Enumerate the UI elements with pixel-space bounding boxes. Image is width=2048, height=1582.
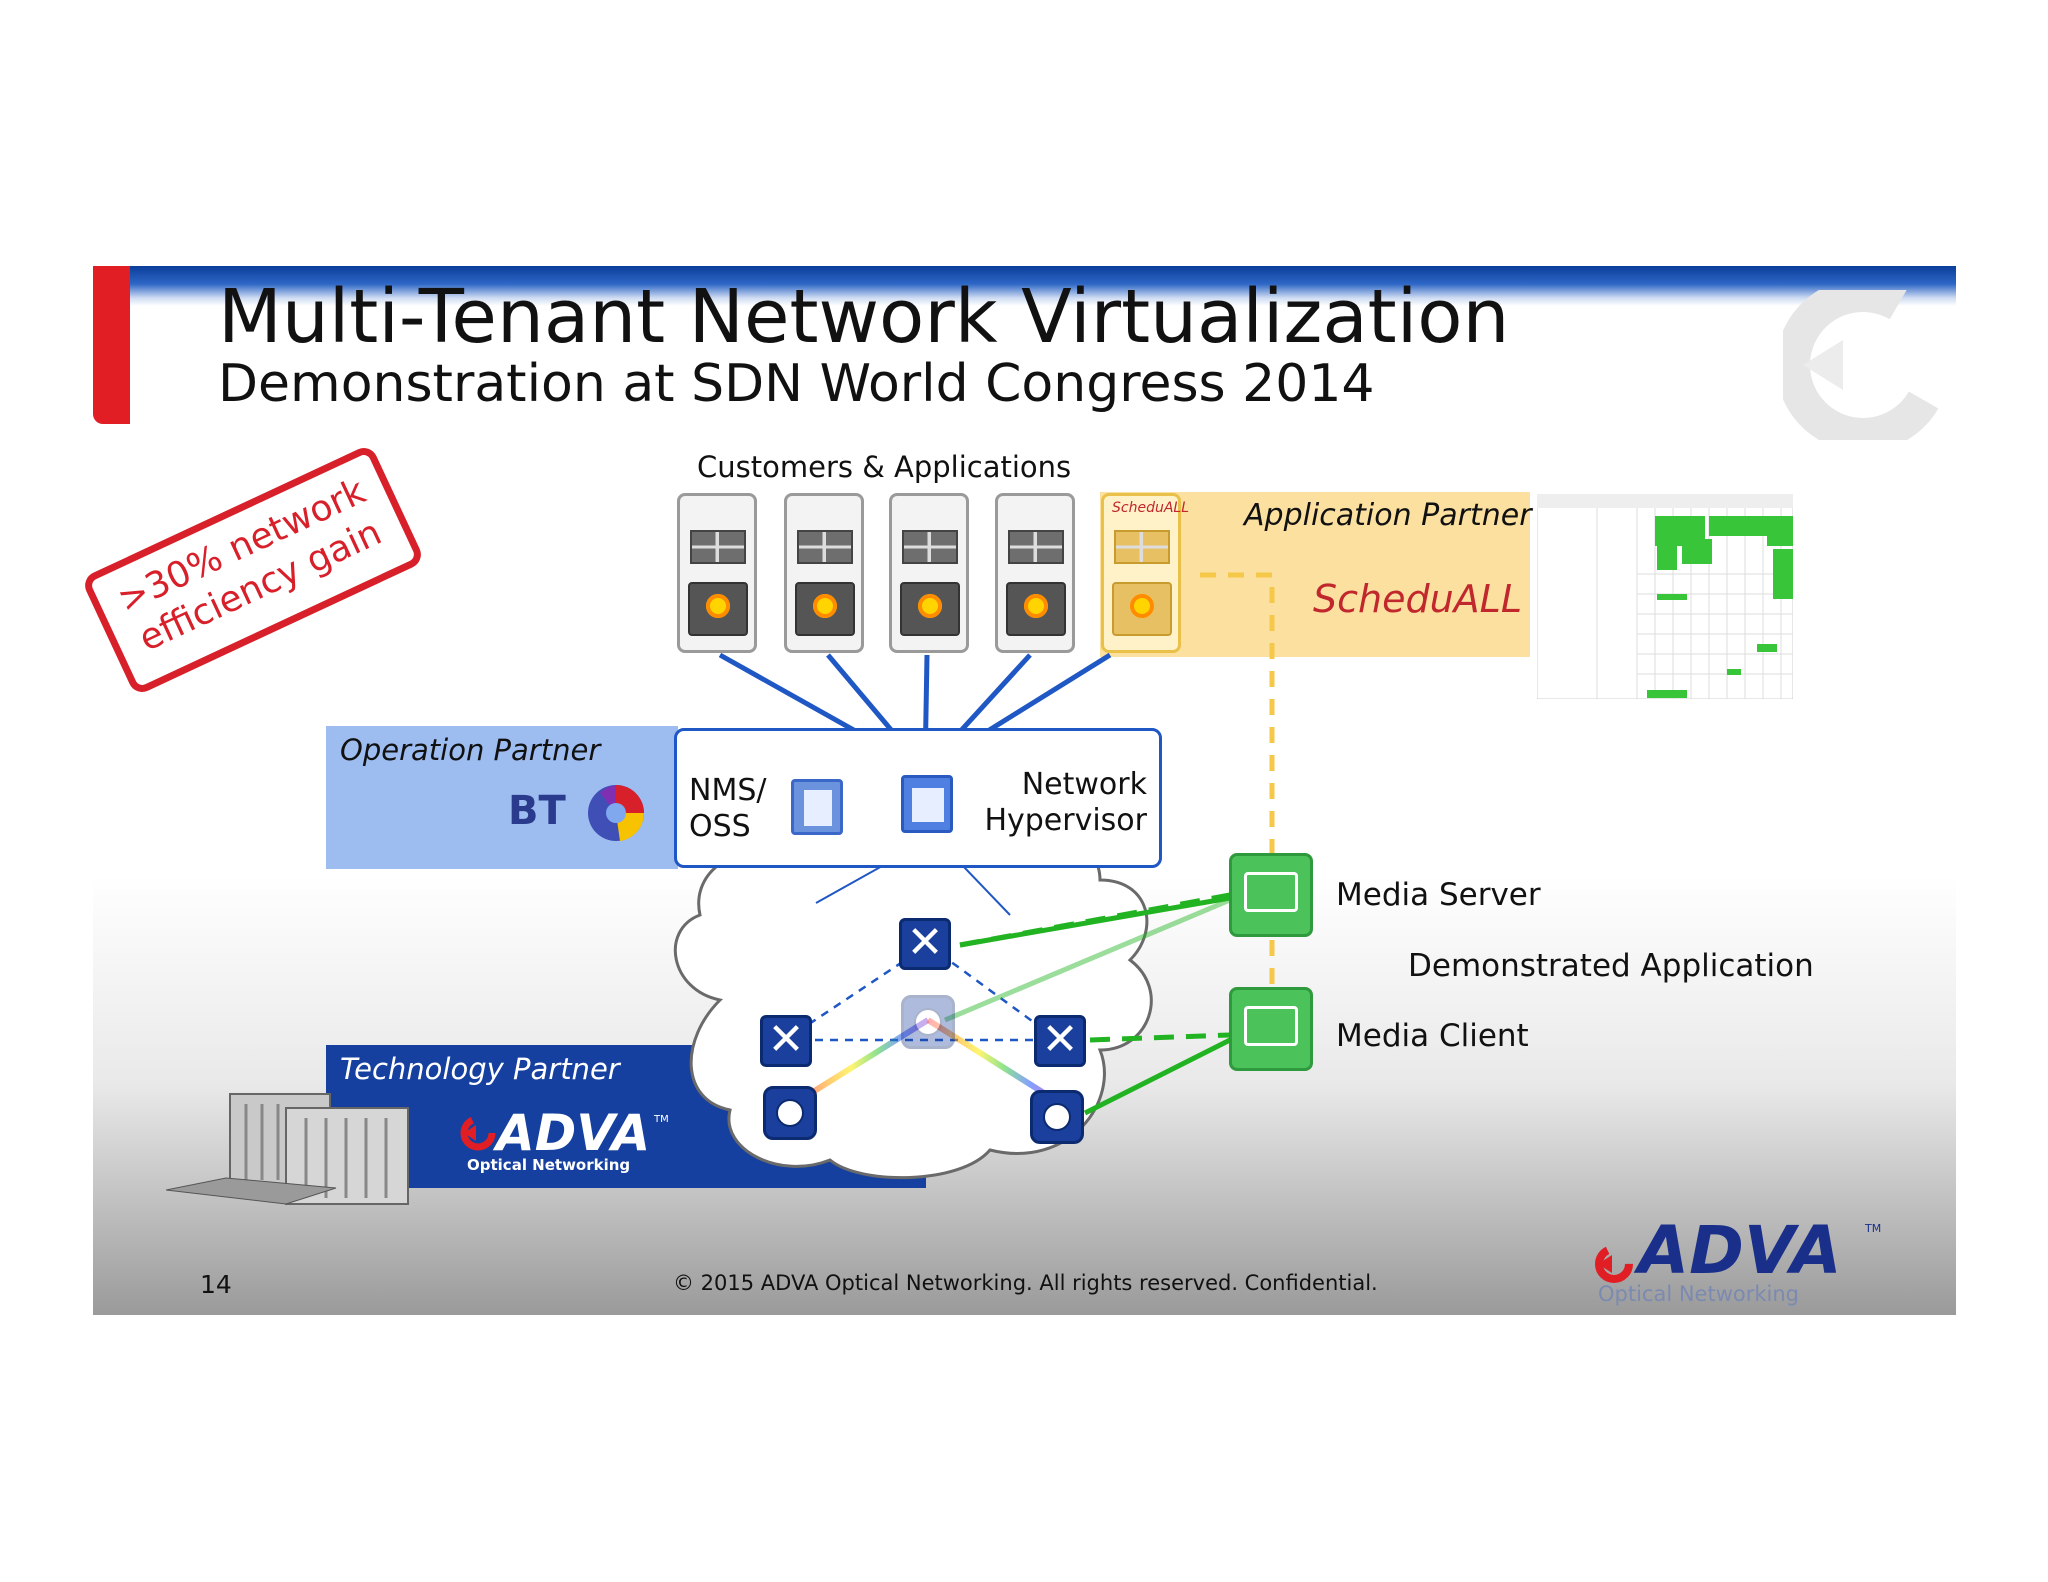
technology-partner-label: Technology Partner <box>340 1052 620 1086</box>
hypervisor-label-line2: Hypervisor <box>984 803 1147 838</box>
adva-tagline-tech: Optical Networking <box>467 1156 631 1174</box>
switch-icon-right: ✕ <box>1034 1015 1086 1067</box>
laptop-icon <box>1112 582 1172 636</box>
laptop-icon <box>795 582 855 636</box>
adva-watermark-icon <box>1783 290 1943 440</box>
application-partner-label: Application Partner <box>1244 498 1532 533</box>
page-number: 14 <box>200 1270 232 1299</box>
app-grid-icon <box>797 530 853 564</box>
adva-footer-icon <box>1595 1245 1633 1283</box>
laptop-icon <box>688 582 748 636</box>
page-subtitle: Demonstration at SDN World Congress 2014 <box>218 354 1375 414</box>
hypervisor-label-line1: Network <box>1021 767 1147 802</box>
title-bar <box>93 266 1956 306</box>
adva-tagline-footer: Optical Networking <box>1598 1282 1800 1306</box>
schedule-screenshot <box>1537 494 1793 699</box>
app-grid-icon <box>690 530 746 564</box>
copyright-text: © 2015 ADVA Optical Networking. All righ… <box>673 1271 1378 1295</box>
hardware-chassis-image <box>166 1093 409 1205</box>
customer-app-4 <box>995 493 1075 653</box>
roadm-icon-center <box>901 995 955 1049</box>
nms-label-line1: NMS/ <box>689 773 767 808</box>
customer-app-scheduall: ScheduALL <box>1101 493 1189 653</box>
laptop-icon <box>1006 582 1066 636</box>
bt-logo: BT <box>508 788 566 834</box>
adva-logo-tech: ADVA <box>496 1104 651 1162</box>
customer-app-3 <box>889 493 969 653</box>
roadm-icon-right <box>1030 1090 1084 1144</box>
nms-label-line2: OSS <box>689 809 751 844</box>
app-grid-icon <box>1114 530 1170 564</box>
adva-tm-footer: TM <box>1865 1222 1882 1235</box>
scheduall-small-logo: ScheduALL <box>1112 500 1190 516</box>
page-title: Multi-Tenant Network Virtualization <box>218 274 1510 360</box>
scheduall-logo: ScheduALL <box>1313 577 1523 621</box>
app-grid-icon <box>1008 530 1064 564</box>
hypervisor-box: NMS/ OSS Network Hypervisor <box>674 728 1162 868</box>
hypervisor-icon <box>901 775 953 833</box>
roadm-icon-left <box>763 1086 817 1140</box>
app-grid-icon <box>902 530 958 564</box>
switch-icon-top: ✕ <box>899 918 951 970</box>
bt-globe-icon <box>588 785 645 841</box>
laptop-icon <box>900 582 960 636</box>
adva-logo-footer: ADVA <box>1638 1212 1842 1289</box>
media-client-icon <box>1229 987 1313 1071</box>
customer-app-2 <box>784 493 864 653</box>
demonstrated-app-label: Demonstrated Application <box>1408 948 1814 984</box>
media-server-icon <box>1229 853 1313 937</box>
adva-tm-tech: TM <box>654 1114 669 1125</box>
server-icon <box>791 779 843 835</box>
customers-label: Customers & Applications <box>697 450 1072 484</box>
media-server-label: Media Server <box>1336 877 1541 913</box>
operation-partner-label: Operation Partner <box>340 733 601 767</box>
customer-app-1 <box>677 493 757 653</box>
media-client-label: Media Client <box>1336 1018 1529 1054</box>
red-accent-bar <box>93 266 130 424</box>
adva-icon <box>460 1115 496 1151</box>
switch-icon-left: ✕ <box>760 1015 812 1067</box>
